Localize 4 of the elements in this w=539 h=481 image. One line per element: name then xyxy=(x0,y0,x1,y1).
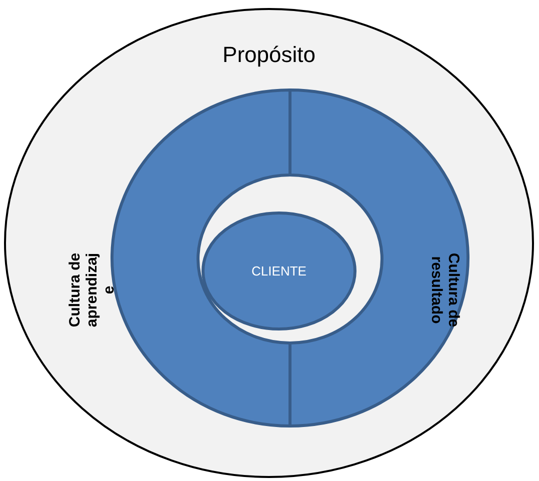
rotated-label: Cultura de resultado xyxy=(428,252,462,330)
rotated-label: Cultura de aprendizaj e xyxy=(66,252,118,330)
center-label: CLIENTE xyxy=(250,264,308,278)
ring-title: Propósito xyxy=(222,42,316,68)
